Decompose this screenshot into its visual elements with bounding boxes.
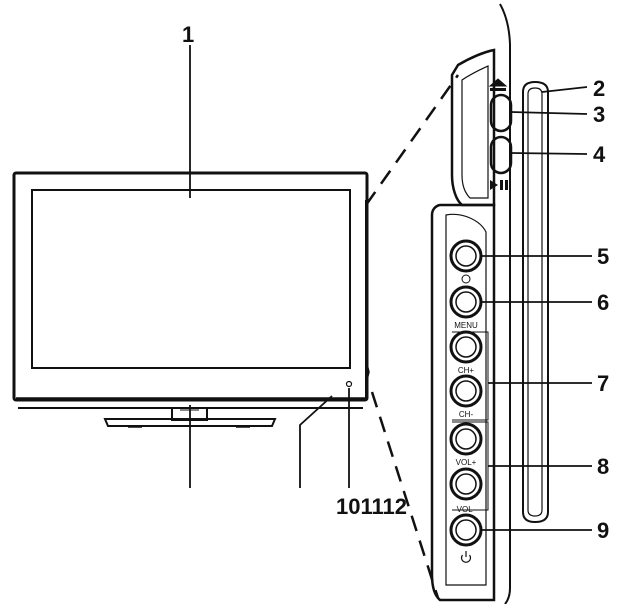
tv-screen <box>31 189 351 369</box>
side-slot <box>522 80 549 524</box>
menu-button[interactable]: MENU <box>449 285 483 330</box>
leader-lines <box>189 45 592 531</box>
zoom-lines <box>364 74 460 599</box>
ch-down-button-core <box>455 380 477 402</box>
source-button[interactable] <box>449 239 483 284</box>
side-panel: MENU CH+ CH- VOL+ VOL- <box>430 3 549 604</box>
vol-up-button[interactable]: VOL+ <box>449 422 483 467</box>
callout-8: 8 <box>597 454 609 479</box>
leader-4 <box>510 152 588 155</box>
callout-3: 3 <box>593 102 605 127</box>
vol-up-button-ring <box>449 422 483 456</box>
vol-up-button-core <box>455 428 477 450</box>
panel-lower-inner <box>445 213 487 586</box>
ch-down-button-label: CH- <box>459 410 474 419</box>
play-pause-icon-bar1 <box>500 180 503 190</box>
tv-bezel <box>12 171 369 402</box>
callout-5: 5 <box>597 244 609 269</box>
eject-button[interactable] <box>488 78 513 133</box>
callout-7: 7 <box>597 371 609 396</box>
leader-2 <box>541 86 588 93</box>
ch-down-button[interactable]: CH- <box>449 374 483 419</box>
zoom-line-bottom <box>370 391 440 599</box>
callout-4: 4 <box>593 142 606 167</box>
leader-11 <box>299 395 333 488</box>
vol-down-button-core <box>455 473 477 495</box>
play-pause-icon-bar2 <box>505 180 508 190</box>
ch-up-button[interactable]: CH+ <box>449 330 483 375</box>
callout-labels: 1 2 3 4 5 6 7 8 9 101112 <box>182 22 609 543</box>
vol-down-button-ring <box>449 467 483 501</box>
zoom-line-top <box>364 74 460 206</box>
leader-3 <box>510 111 588 115</box>
menu-button-core <box>455 291 477 313</box>
callout-1: 1 <box>182 22 194 47</box>
play-pause-button-body <box>489 135 513 175</box>
power-button[interactable] <box>449 513 483 563</box>
panel-back-edge <box>499 3 511 604</box>
power-indicator <box>345 380 353 388</box>
eject-icon <box>488 78 508 87</box>
power-icon <box>460 551 472 563</box>
callout-2: 2 <box>593 76 605 101</box>
panel-upper-inner <box>461 65 489 199</box>
ch-up-button-core <box>455 336 477 358</box>
play-pause-button[interactable] <box>489 135 513 190</box>
callout-9: 9 <box>597 518 609 543</box>
vol-down-button-label: VOL- <box>457 505 476 514</box>
vol-down-button[interactable]: VOL- <box>449 467 483 514</box>
source-icon <box>461 274 471 284</box>
eject-button-body <box>489 93 513 133</box>
tv-front <box>12 171 370 428</box>
power-button-core <box>455 519 477 541</box>
play-pause-icon <box>490 180 498 190</box>
side-slot-inner <box>527 87 543 517</box>
ch-down-button-ring <box>449 374 483 408</box>
ch-up-button-label: CH+ <box>458 366 475 375</box>
eject-icon-bar <box>490 88 506 91</box>
ch-up-button-ring <box>449 330 483 364</box>
callout-6: 6 <box>597 290 609 315</box>
source-button-core <box>455 245 477 267</box>
tv-stand-base <box>103 418 277 427</box>
panel-lower-contour <box>430 203 496 602</box>
tv-right-bump <box>365 359 370 385</box>
callout-10-11-12: 101112 <box>336 494 407 519</box>
vol-up-button-label: VOL+ <box>456 458 477 467</box>
menu-button-label: MENU <box>454 321 478 330</box>
